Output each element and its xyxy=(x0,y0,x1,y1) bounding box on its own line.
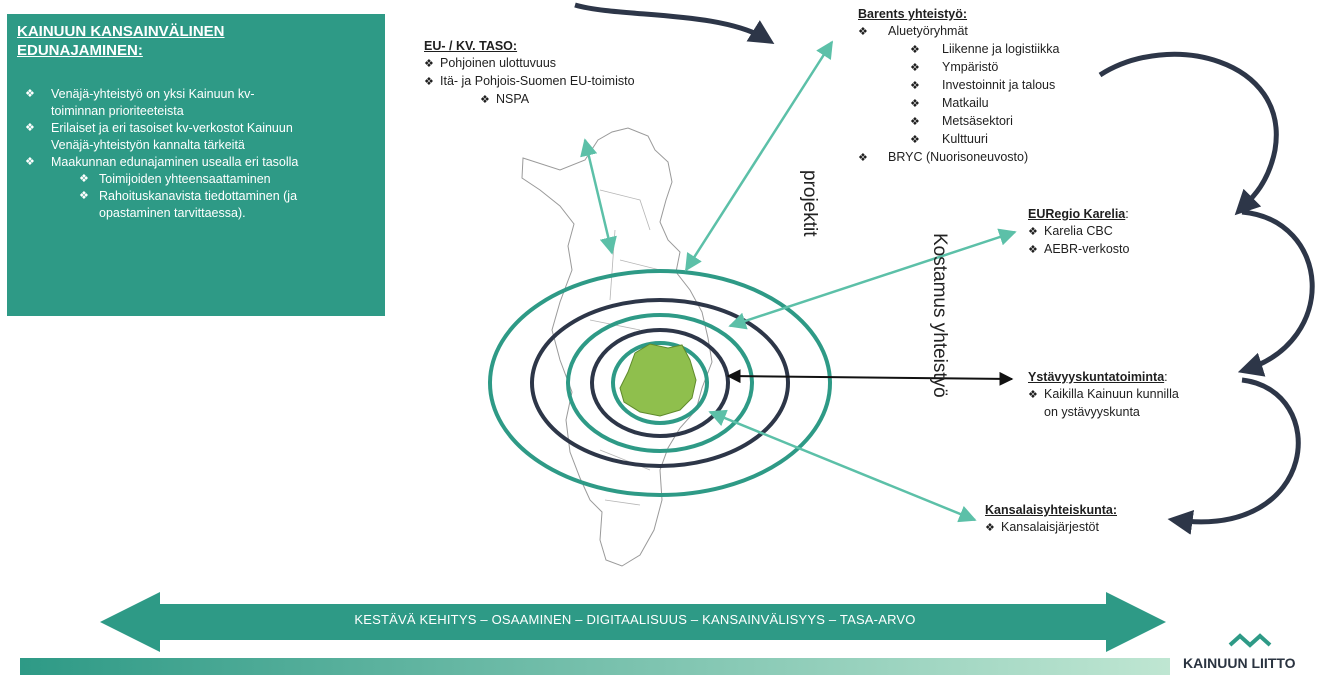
eu-heading: EU- / KV. TASO: xyxy=(424,39,518,53)
finland-map-outline xyxy=(521,127,713,567)
list-item: ❖Kansalaisjärjestöt xyxy=(985,520,1099,534)
left-box-item-text: Venäjä-yhteistyö on yksi Kainuun kv- xyxy=(51,87,255,101)
left-box-item: opastaminen tarvittaessa). xyxy=(17,205,375,222)
list-item: ❖Matkailu xyxy=(910,96,989,110)
left-box-item: ❖ Toimijoiden yhteensaattaminen xyxy=(17,171,375,188)
left-box-item: ❖ Erilaiset ja eri tasoiset kv-verkostot … xyxy=(17,120,375,137)
list-item: ❖Karelia CBC xyxy=(1028,224,1113,238)
kainuu-region xyxy=(619,343,697,417)
inner-ring xyxy=(611,341,709,425)
list-item: ❖Metsäsektori xyxy=(910,114,1013,128)
left-box-item: Venäjä-yhteistyön kannalta tärkeitä xyxy=(17,137,375,154)
left-box-item-text: Venäjä-yhteistyön kannalta tärkeitä xyxy=(51,138,245,152)
left-info-box: KAINUUN KANSAINVÄLINEN EDUNAJAMINEN: ❖ Ve… xyxy=(7,14,385,316)
arrow-barents xyxy=(684,40,834,272)
bullet-icon: ❖ xyxy=(79,173,89,185)
euregio-block: EURegio Karelia: ❖Karelia CBC ❖AEBR-verk… xyxy=(1028,206,1129,259)
list-item: ❖Kaikilla Kainuun kunnilla xyxy=(1028,387,1179,401)
left-box-item: ❖ Venäjä-yhteistyö on yksi Kainuun kv- xyxy=(17,86,375,103)
label-projektit: projektit xyxy=(799,170,820,237)
list-item: ❖Liikenne ja logistiikka xyxy=(910,42,1060,56)
list-item: ❖Kulttuuri xyxy=(910,132,988,146)
curved-arrow-2 xyxy=(1237,209,1315,377)
arrow-eu xyxy=(580,138,617,255)
left-box-item-text: toiminnan prioriteeteista xyxy=(51,104,184,118)
arrow-euregio xyxy=(728,228,1017,330)
ystavyys-heading: Ystävyyskuntatoiminta: xyxy=(1028,370,1168,384)
curved-arrow-3 xyxy=(1167,377,1301,535)
list-item-continuation: on ystävyyskunta xyxy=(1044,405,1140,419)
bullet-icon: ❖ xyxy=(79,190,89,202)
list-item: ❖Pohjoinen ulottuvuus xyxy=(424,56,557,70)
left-box-item-text: Erilaiset ja eri tasoiset kv-verkostot K… xyxy=(51,121,293,135)
list-item: ❖BRYC (Nuorisoneuvosto) xyxy=(858,150,1029,164)
list-item: ❖Itä- ja Pohjois-Suomen EU-toimisto xyxy=(424,74,635,88)
mountain-waves-icon xyxy=(1228,633,1272,648)
euregio-heading: EURegio Karelia: xyxy=(1028,207,1129,221)
list-item: ❖NSPA xyxy=(480,92,530,106)
left-box-item: toiminnan prioriteeteista xyxy=(17,103,375,120)
bottom-double-arrow xyxy=(100,592,1166,652)
left-box-list: ❖ Venäjä-yhteistyö on yksi Kainuun kv-toi… xyxy=(17,86,375,222)
label-kostamus: Kostamus yhteistyö xyxy=(929,233,950,398)
left-box-item-text: Maakunnan edunajaminen usealla eri tasol… xyxy=(51,155,299,169)
gradient-bar xyxy=(20,658,1170,675)
barents-block: Barents yhteistyö: ❖Aluetyöryhmät ❖Liike… xyxy=(858,6,1059,167)
logo-text: KAINUUN LIITTO xyxy=(1183,655,1296,671)
list-item: ❖AEBR-verkosto xyxy=(1028,242,1130,256)
kansalais-block: Kansalaisyhteiskunta: ❖Kansalaisjärjestö… xyxy=(985,502,1117,537)
list-item: ❖Aluetyöryhmät xyxy=(858,24,968,38)
bullet-icon: ❖ xyxy=(25,122,35,134)
barents-heading: Barents yhteistyö: xyxy=(858,7,968,21)
list-item: ❖Ympäristö xyxy=(910,60,999,74)
left-box-item-text: Rahoituskanavista tiedottaminen (ja xyxy=(99,189,298,203)
left-box-item: ❖ Rahoituskanavista tiedottaminen (ja xyxy=(17,188,375,205)
left-box-item-text: opastaminen tarvittaessa). xyxy=(99,206,246,220)
ystavyys-block: Ystävyyskuntatoiminta: ❖Kaikilla Kainuun… xyxy=(1028,369,1179,421)
curved-arrow-top xyxy=(574,2,775,44)
left-box-title: KAINUUN KANSAINVÄLINEN EDUNAJAMINEN: xyxy=(17,23,225,59)
bottom-arrow-label: KESTÄVÄ KEHITYS – OSAAMINEN – DIGITAALIS… xyxy=(354,612,916,627)
kansalais-heading: Kansalaisyhteiskunta: xyxy=(985,503,1117,517)
left-box-item-text: Toimijoiden yhteensaattaminen xyxy=(99,172,271,186)
bullet-icon: ❖ xyxy=(25,88,35,100)
bullet-icon: ❖ xyxy=(25,156,35,168)
left-box-item: ❖ Maakunnan edunajaminen usealla eri taso… xyxy=(17,154,375,171)
arrow-kansalais xyxy=(708,409,977,523)
eu-block: EU- / KV. TASO: ❖Pohjoinen ulottuvuus ❖I… xyxy=(424,38,635,109)
curved-arrow-1 xyxy=(1098,51,1279,216)
list-item: ❖Investoinnit ja talous xyxy=(910,78,1056,92)
arrow-ystavyys xyxy=(726,369,1014,386)
